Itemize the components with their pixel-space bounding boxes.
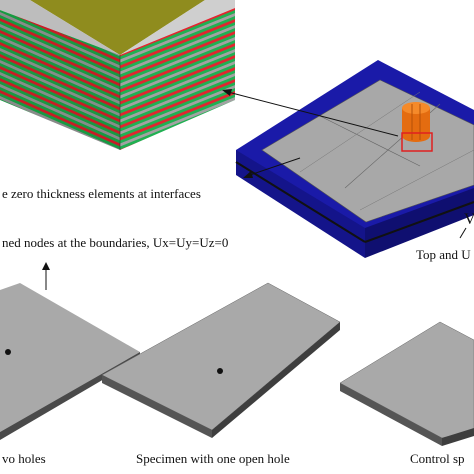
framed-plate-model	[235, 60, 474, 258]
specimen-two-holes	[0, 283, 140, 440]
label-interface-elements: e zero thickness elements at interfaces	[2, 186, 201, 201]
laminate-layer-line	[235, 161, 366, 243]
impactor	[402, 102, 430, 142]
callout-arrows	[42, 89, 467, 290]
label-top-bottom: Top and U	[416, 247, 471, 262]
open-hole-marker	[217, 368, 223, 374]
label-boundary-nodes: ned nodes at the boundaries, Ux=Uy=Uz=0	[2, 235, 229, 250]
laminate-layer-line-right	[364, 201, 474, 243]
label-specimen-one-hole: Specimen with one open hole	[136, 451, 290, 466]
label-v: V	[464, 211, 474, 228]
frame-side-front	[236, 150, 365, 258]
impactor-top-surface	[30, 0, 205, 55]
control-specimen	[339, 321, 474, 446]
label-specimen-two-holes: vo holes	[2, 451, 46, 466]
laminate-closeup	[0, 0, 235, 150]
open-hole-marker	[5, 349, 11, 355]
laminate-right-face	[120, 8, 235, 150]
specimen-one-hole	[101, 282, 341, 438]
laminate-top-right	[120, 0, 235, 55]
zoom-highlight-box	[401, 132, 433, 152]
label-control-specimen: Control sp	[410, 451, 465, 466]
laminate-left-face	[0, 10, 120, 150]
laminate-top-left	[0, 0, 120, 55]
